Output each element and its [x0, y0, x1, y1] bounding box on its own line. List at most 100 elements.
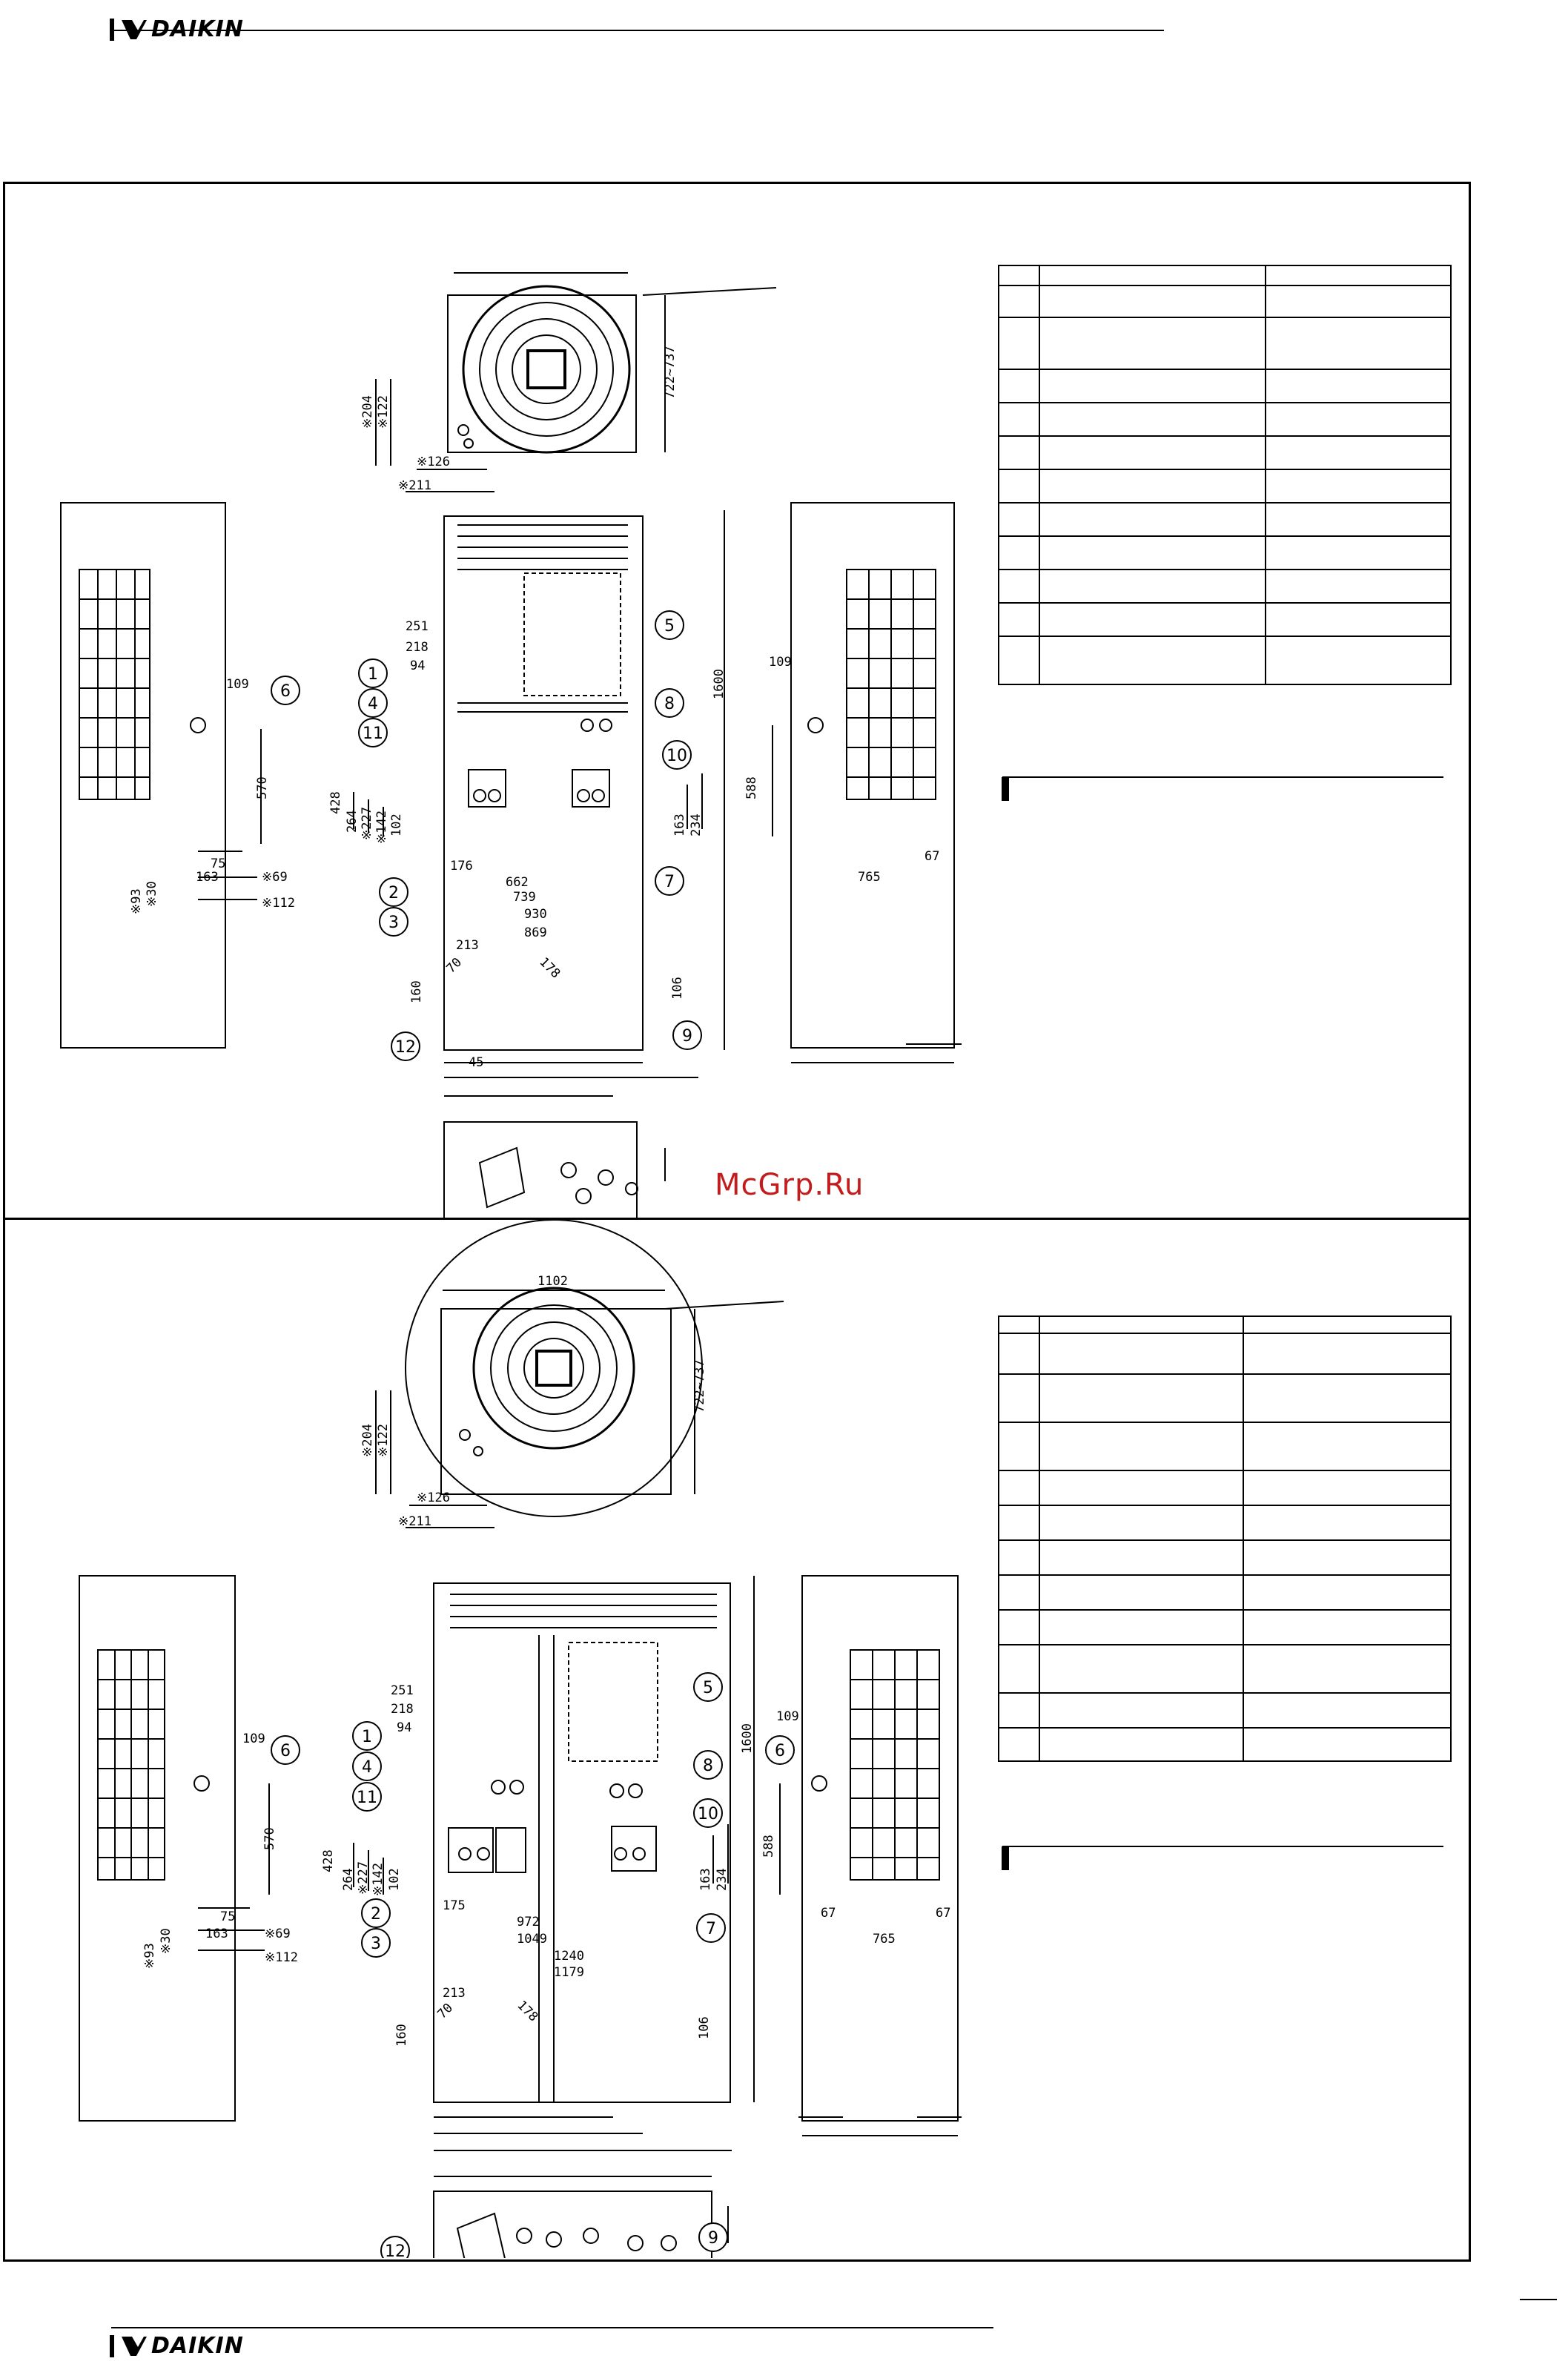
header-rule — [111, 30, 1164, 31]
dim-93: ※93 — [129, 888, 144, 914]
dim-662: 662 — [506, 875, 529, 890]
dim-67-left: 67 — [821, 1906, 836, 1921]
header-daikin-logo: DAIKIN — [110, 16, 244, 42]
dim-109-left: 109 — [226, 677, 249, 692]
dim-112: ※112 — [262, 896, 295, 911]
dim-102: 102 — [389, 813, 404, 836]
dim-94: 94 — [410, 658, 425, 673]
callout-9: 9 — [682, 1027, 692, 1046]
header-brand-name: DAIKIN — [151, 16, 244, 42]
dim-160: 160 — [409, 980, 424, 1003]
callout-1: 1 — [368, 665, 378, 684]
dim-106: 106 — [697, 2016, 712, 2039]
dim-739: 739 — [513, 890, 536, 905]
dim-765: 765 — [858, 870, 881, 885]
daikin-logo-icon — [122, 19, 147, 39]
footer-rule — [111, 2327, 993, 2328]
dim-234: 234 — [715, 1868, 730, 1891]
dim-109-left: 109 — [242, 1731, 265, 1746]
dim-227: ※227 — [356, 1861, 371, 1895]
callout-6: 6 — [280, 682, 291, 701]
dim-67-right: 67 — [936, 1906, 950, 1921]
callout-5: 5 — [703, 1679, 713, 1697]
drawing-panel-2: 1 4 11 5 6 8 10 7 2 3 12 9 6 1102 722~73… — [3, 1220, 1471, 2262]
callout-3: 3 — [371, 1935, 381, 1953]
dim-70: 70 — [443, 955, 465, 977]
dim-67: 67 — [924, 849, 939, 864]
dim-972: 972 — [517, 1915, 540, 1929]
callout-4: 4 — [362, 1758, 372, 1777]
footer-brand-name: DAIKIN — [151, 2333, 244, 2359]
dim-102: 102 — [387, 1868, 402, 1891]
dim-251: 251 — [406, 619, 429, 634]
callout-10: 10 — [666, 747, 687, 765]
dim-204: ※204 — [360, 1424, 375, 1457]
dim-213: 213 — [443, 1986, 466, 2001]
dim-765: 765 — [873, 1932, 896, 1947]
dim-109-right: 109 — [776, 1709, 799, 1724]
dim-588: 588 — [761, 1835, 776, 1858]
dim-1240: 1240 — [554, 1949, 584, 1964]
dim-218: 218 — [406, 640, 429, 655]
dim-428: 428 — [321, 1849, 336, 1872]
dim-1600: 1600 — [712, 669, 727, 699]
dimension-drawing-2: 1 4 11 5 6 8 10 7 2 3 12 9 6 1102 722~73… — [79, 1220, 1452, 2258]
dim-163-left: 163 — [196, 870, 219, 885]
dim-70: 70 — [434, 2001, 456, 2022]
watermark-text: McGrp.Ru — [715, 1168, 864, 1202]
callout-11: 11 — [363, 724, 383, 743]
dim-45: 45 — [469, 1055, 483, 1070]
dim-93: ※93 — [142, 1943, 157, 1969]
callout-2: 2 — [371, 1905, 381, 1924]
callout-11: 11 — [357, 1789, 377, 1807]
dim-1102: 1102 — [537, 1274, 568, 1289]
callout-12: 12 — [395, 1038, 416, 1057]
footer-daikin-logo: DAIKIN — [110, 2333, 244, 2359]
dim-126: ※126 — [417, 1490, 450, 1505]
dim-176: 176 — [450, 859, 473, 874]
dim-112: ※112 — [265, 1950, 298, 1965]
dim-94: 94 — [397, 1720, 411, 1735]
callout-7: 7 — [664, 873, 675, 891]
dim-869: 869 — [524, 925, 547, 940]
dim-227: ※227 — [360, 807, 374, 840]
callout-12: 12 — [385, 2242, 406, 2258]
callout-10: 10 — [698, 1805, 718, 1823]
dim-163-left: 163 — [205, 1927, 228, 1941]
callout-1: 1 — [362, 1728, 372, 1746]
dim-122: ※122 — [376, 1424, 391, 1457]
dim-30: ※30 — [145, 881, 159, 907]
callout-2: 2 — [388, 884, 399, 902]
dim-175: 175 — [443, 1898, 466, 1913]
dim-204: ※204 — [360, 395, 375, 429]
dim-1179: 1179 — [554, 1965, 584, 1980]
dim-211: ※211 — [398, 1514, 431, 1529]
dim-930: 930 — [524, 907, 547, 922]
dim-163: 163 — [672, 813, 687, 836]
dim-588: 588 — [744, 776, 759, 799]
dim-126: ※126 — [417, 455, 450, 469]
dim-428: 428 — [328, 791, 343, 814]
callout-8: 8 — [703, 1757, 713, 1775]
dim-251: 251 — [391, 1683, 414, 1698]
dim-722-737: 722~737 — [692, 1359, 707, 1413]
dim-75: 75 — [211, 856, 225, 871]
callout-6-right: 6 — [775, 1742, 785, 1760]
dim-211: ※211 — [398, 478, 431, 493]
dim-69: ※69 — [262, 870, 288, 885]
dim-722-737: 722~737 — [663, 346, 678, 399]
dim-218: 218 — [391, 1702, 414, 1717]
dim-163: 163 — [698, 1868, 713, 1891]
dim-570: 570 — [255, 776, 270, 799]
callout-9: 9 — [708, 2229, 718, 2248]
callout-5: 5 — [664, 617, 675, 636]
dim-213: 213 — [456, 938, 479, 953]
callout-4: 4 — [368, 695, 378, 713]
dim-178: 178 — [536, 954, 563, 981]
dim-160: 160 — [394, 2024, 409, 2047]
dim-75: 75 — [220, 1909, 235, 1924]
callout-7: 7 — [706, 1920, 716, 1938]
dimension-drawing-1: 1 4 11 5 6 8 10 7 2 3 12 9 722~737 ※204 … — [60, 265, 1452, 1218]
dim-122: ※122 — [376, 395, 391, 429]
dim-142: ※142 — [371, 1863, 386, 1896]
